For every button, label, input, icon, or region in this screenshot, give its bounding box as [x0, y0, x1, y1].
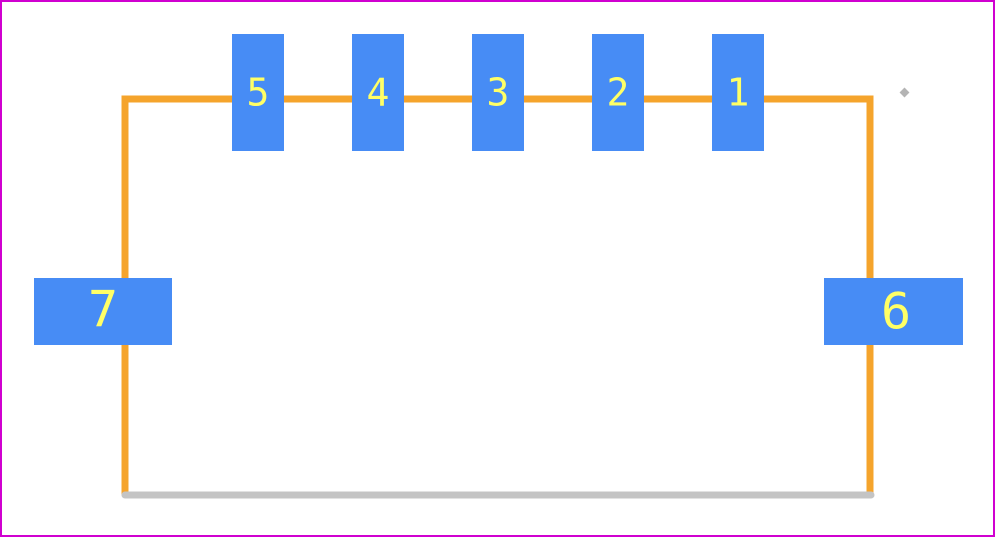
pad-2-label: 2	[607, 71, 630, 115]
pad-4[interactable]: 4	[352, 34, 404, 151]
pad-7-label: 7	[88, 281, 118, 339]
pad-5-copper	[232, 34, 284, 151]
pad-4-copper	[352, 34, 404, 151]
pad-2[interactable]: 2	[592, 34, 644, 151]
outline-top-left-side	[121, 95, 236, 498]
outline-top-segments	[280, 95, 874, 498]
component-outline	[121, 95, 875, 499]
pad-1-copper	[712, 34, 764, 151]
pad-5-label: 5	[247, 71, 270, 115]
pin1-marker-dot	[899, 87, 910, 98]
pad-2-copper	[592, 34, 644, 151]
pad-7-copper	[34, 278, 172, 345]
pad-6-label: 6	[881, 283, 911, 341]
pad-6[interactable]: 6	[824, 278, 963, 345]
pad-3-label: 3	[487, 71, 510, 115]
pad-3-copper	[472, 34, 524, 151]
pad-6-copper	[824, 278, 963, 345]
pad-3[interactable]: 3	[472, 34, 524, 151]
pad-5[interactable]: 5	[232, 34, 284, 151]
pad-1-label: 1	[727, 71, 750, 115]
pad-1[interactable]: 1	[712, 34, 764, 151]
pad-7[interactable]: 7	[34, 278, 172, 345]
pad-4-label: 4	[367, 71, 390, 115]
